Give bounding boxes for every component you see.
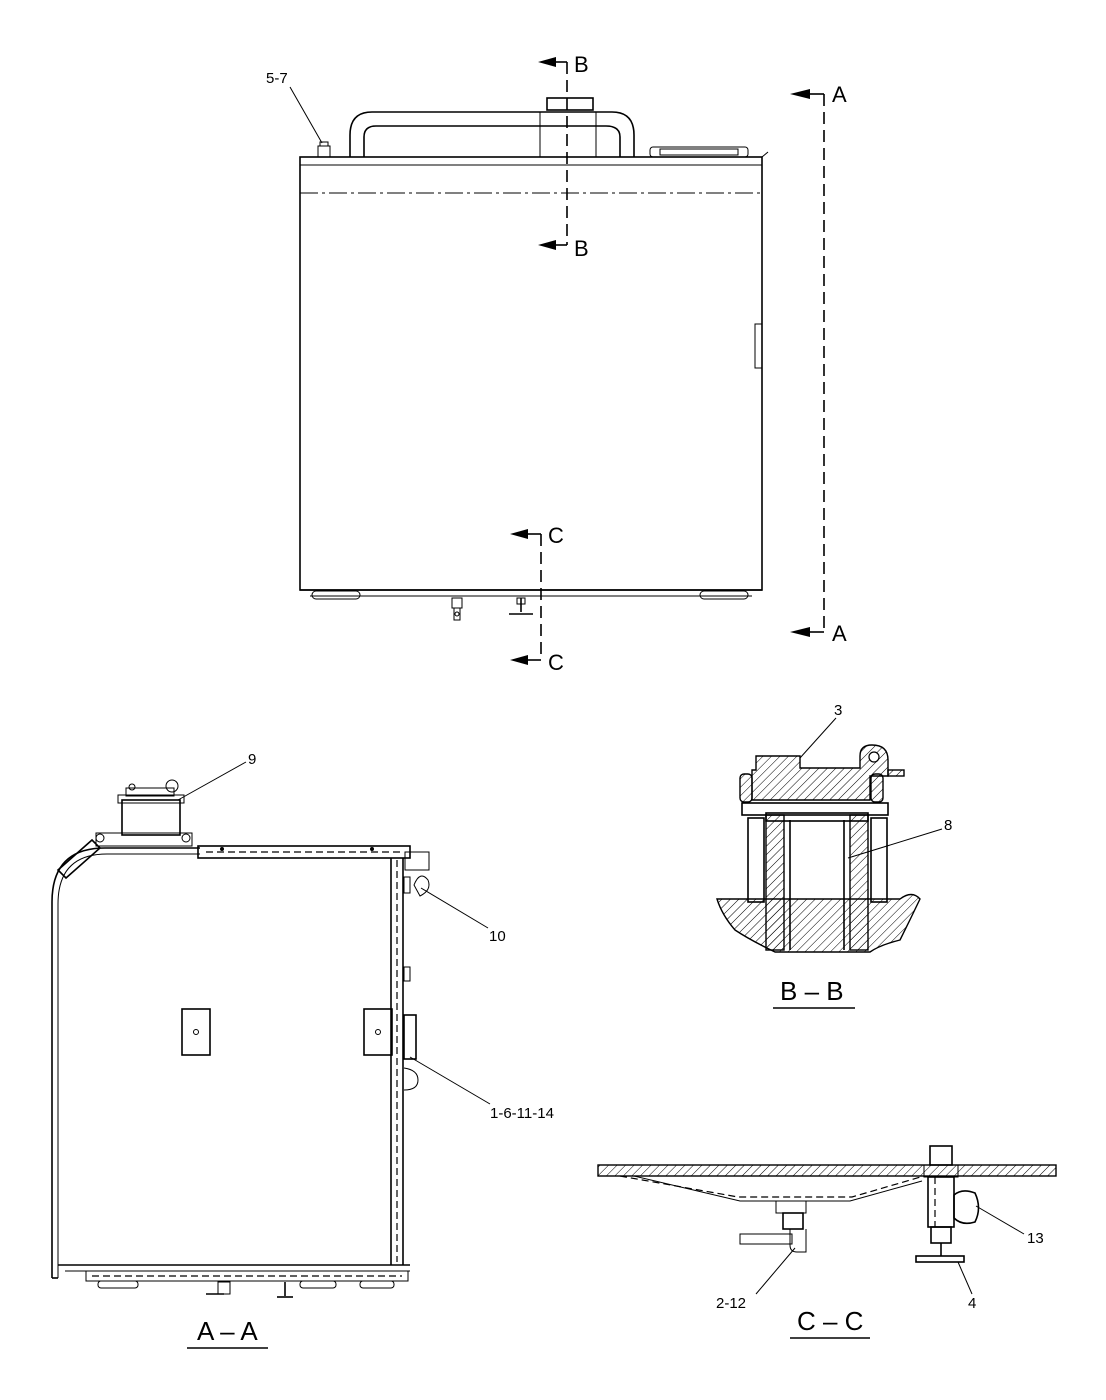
- section-line-a: A A: [790, 82, 847, 646]
- section-line-c: C C: [510, 523, 564, 675]
- section-title-c-c: C – C: [797, 1306, 863, 1336]
- callout-5-7: 5-7: [266, 70, 288, 87]
- marker-b-top: B: [574, 52, 589, 77]
- callout-4: 4: [968, 1295, 976, 1312]
- callout-13: 13: [1027, 1230, 1044, 1247]
- section-title-b-b: B – B: [780, 976, 844, 1006]
- section-title-a-a: A – A: [197, 1316, 258, 1346]
- marker-c-top: C: [548, 523, 564, 548]
- marker-a-top: A: [832, 82, 847, 107]
- section-b-b-view: [716, 744, 921, 953]
- marker-c-bottom: C: [548, 650, 564, 675]
- marker-a-bottom: A: [832, 621, 847, 646]
- callout-3: 3: [834, 702, 842, 719]
- callout-2-12: 2-12: [716, 1295, 746, 1312]
- section-line-b: B B: [538, 52, 589, 261]
- section-c-c-view: [597, 1145, 1057, 1263]
- section-a-a-view: [51, 779, 430, 1298]
- callout-9: 9: [248, 751, 256, 768]
- callout-1-6-11-14: 1-6-11-14: [490, 1105, 554, 1122]
- front-view: [299, 97, 769, 621]
- marker-b-bottom: B: [574, 236, 589, 261]
- callout-10: 10: [489, 928, 506, 945]
- callout-8: 8: [944, 817, 952, 834]
